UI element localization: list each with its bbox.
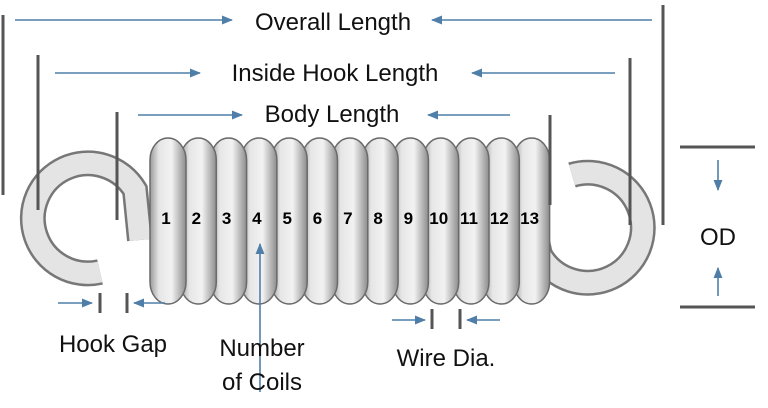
coil-number: 9 xyxy=(404,209,413,228)
od-label: OD xyxy=(700,224,736,251)
body-length-label: Body Length xyxy=(265,101,400,128)
hook-gap-label: Hook Gap xyxy=(59,331,167,358)
number-of-coils-label-line1: Number xyxy=(219,335,304,362)
left-hook xyxy=(19,150,153,287)
wire-dia-label: Wire Dia. xyxy=(397,345,496,372)
coil-number: 12 xyxy=(490,209,509,228)
coil-number: 5 xyxy=(282,209,291,228)
spring-coil xyxy=(149,137,187,305)
coil-number: 2 xyxy=(192,209,201,228)
inside-hook-length-label: Inside Hook Length xyxy=(232,60,439,87)
coil-number: 10 xyxy=(429,209,448,228)
coil-number: 1 xyxy=(161,209,170,228)
overall-length-label: Overall Length xyxy=(255,9,411,36)
coil-number: 8 xyxy=(373,209,382,228)
number-of-coils-label-line2: of Coils xyxy=(222,369,302,396)
coil-number: 7 xyxy=(343,209,352,228)
right-hook xyxy=(517,159,656,296)
coil-number: 13 xyxy=(520,209,539,228)
coil-number: 6 xyxy=(313,209,322,228)
coil-number: 3 xyxy=(222,209,231,228)
spring-body xyxy=(149,137,551,305)
coil-number: 11 xyxy=(460,209,478,228)
coil-number: 4 xyxy=(252,209,262,228)
